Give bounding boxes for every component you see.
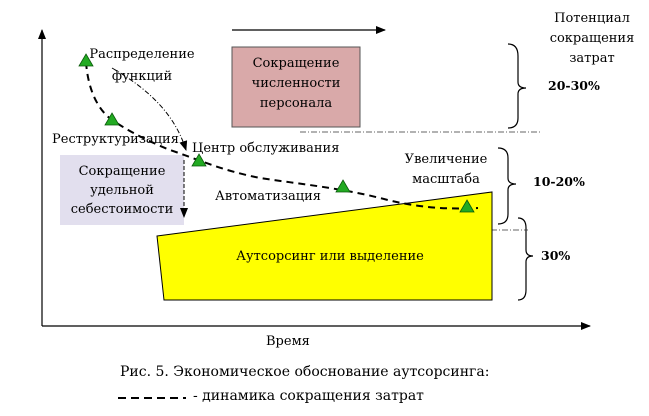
unit-cost-box-line-2: удельной [90, 183, 154, 198]
label-automation: Автоматизация [215, 189, 321, 204]
marker-restructuring [104, 112, 120, 126]
headcount-reduction-box [231, 46, 361, 128]
range-top: 20-30% [548, 78, 600, 93]
potential-header-line-3: затрат [569, 51, 614, 66]
potential-header-line-1: Потенциал [554, 11, 630, 26]
unit-cost-box-line-1: Сокращение [79, 164, 166, 179]
marker-service-center [191, 153, 207, 167]
marker-distribution [78, 53, 94, 67]
headcount-box-line-1: Сокращение [253, 56, 340, 71]
headcount-box-line-3: персонала [260, 96, 332, 111]
outsourcing-area [156, 191, 493, 301]
label-service-center: Центр обслуживания [192, 141, 339, 156]
legend-text: - динамика сокращения затрат [193, 388, 424, 404]
bracket-top [507, 43, 527, 129]
label-distribution-1: Распределение [89, 47, 194, 62]
figure-caption: Рис. 5. Экономическое обоснование аутсор… [120, 364, 489, 380]
unit-cost-box-line-3: себестоимости [71, 202, 174, 217]
bracket-middle [497, 147, 517, 225]
marker-scale [459, 199, 475, 213]
range-bottom: 30% [541, 248, 570, 263]
range-middle: 10-20% [533, 174, 585, 189]
time-axis-label: Время [266, 334, 310, 349]
dash-dot-path [111, 67, 188, 151]
label-scale-1: Увеличение [405, 152, 488, 167]
label-scale-2: масштаба [412, 172, 480, 187]
marker-automation [335, 179, 351, 193]
label-restructuring: Реструктуризация [52, 132, 179, 147]
outsourcing-label: Аутсорсинг или выделение [236, 249, 424, 264]
potential-header-line-2: сокращения [550, 31, 635, 46]
label-distribution-2: функций [112, 69, 172, 84]
unit-cost-box [60, 155, 184, 225]
bracket-bottom [517, 217, 534, 301]
headcount-box-line-2: численности [252, 76, 341, 91]
